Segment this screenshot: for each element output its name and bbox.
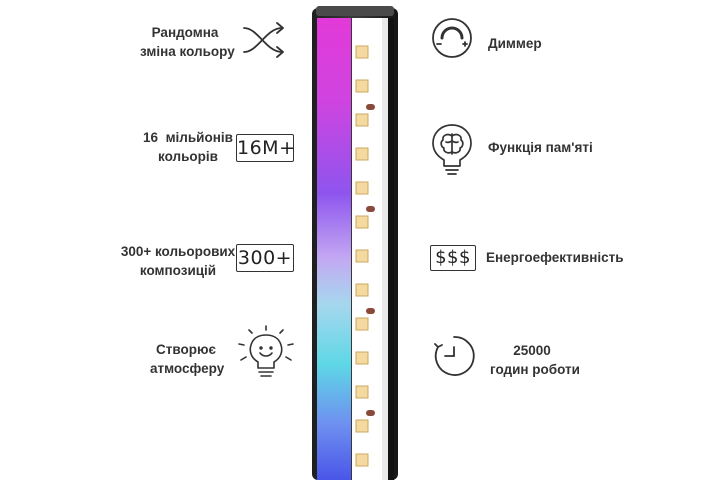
led-chip: [355, 453, 369, 467]
led-chip: [355, 283, 369, 297]
300-compositions-label: 300+ кольорових композицій: [120, 242, 236, 280]
led-chip: [355, 181, 369, 195]
atmosphere-label-line2: атмосферу: [150, 361, 225, 376]
25000-hours-label-line1: 25000: [513, 343, 551, 358]
16m-colors-label-line2: кольорів: [158, 149, 218, 164]
smiling-bulb-icon: [238, 325, 294, 377]
300-compositions-label-line2: композицій: [139, 263, 217, 278]
led-chip: [355, 385, 369, 399]
atmosphere-label: Створює атмосферу: [150, 340, 225, 378]
dollar-signs-icon: $$$: [430, 245, 476, 271]
led-chip: [355, 317, 369, 331]
resistor: [366, 104, 375, 110]
16m-badge: 16M+: [236, 134, 295, 162]
25000-hours-label-line2: годин роботи: [490, 362, 580, 377]
resistor: [366, 308, 375, 314]
led-chip: [355, 419, 369, 433]
16m-colors-label-line1: 16 мільйонів: [143, 130, 233, 145]
shuffle-arrows-icon: [243, 22, 284, 58]
lamp-top-cap: [316, 6, 394, 16]
led-chip: [355, 147, 369, 161]
led-chip: [355, 215, 369, 229]
led-chips: [355, 45, 375, 467]
300-badge: 300+: [236, 244, 294, 272]
strip-board: [352, 18, 382, 480]
300-compositions-label-line1: 300+ кольорових: [120, 244, 236, 259]
dimmer-label: Диммер: [488, 36, 542, 51]
led-lamp-strip: [312, 6, 398, 480]
resistor: [366, 410, 375, 416]
led-chip: [355, 45, 369, 59]
dimmer-knob-icon: [432, 18, 472, 58]
random-color-label-line1: Рандомна: [151, 25, 219, 40]
random-color-label-line2: зміна кольору: [140, 44, 235, 59]
25000-hours-label: 25000 годин роботи: [490, 341, 580, 379]
led-chip: [355, 113, 369, 127]
lamp-glow: [317, 18, 351, 480]
memory-label: Функція пам'яті: [488, 140, 593, 155]
strip-edge: [382, 18, 388, 480]
resistor: [366, 206, 375, 212]
lamp-back: [388, 18, 394, 480]
clock-icon: [434, 336, 475, 376]
atmosphere-label-line1: Створює: [156, 342, 216, 357]
led-chip: [355, 249, 369, 263]
led-chip: [355, 79, 369, 93]
energy-efficiency-label: Енергоефективність: [486, 250, 624, 265]
random-color-label: Рандомна зміна кольору: [140, 23, 235, 61]
16m-colors-label: 16 мільйонів кольорів: [141, 128, 235, 166]
led-chip: [355, 351, 369, 365]
brain-bulb-icon: [432, 124, 472, 175]
